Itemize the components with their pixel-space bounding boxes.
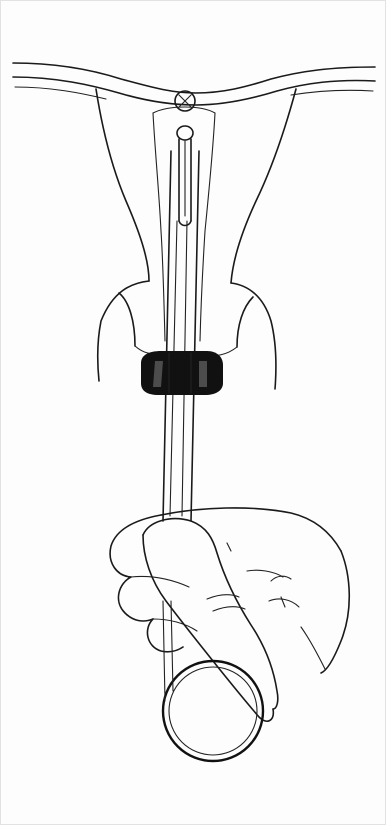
- iud-device: [175, 91, 195, 226]
- inserter-ring-handle: [163, 601, 263, 761]
- hand-outline: [110, 508, 349, 721]
- inserter-tube: [163, 151, 199, 521]
- cervical-flange: [141, 351, 223, 395]
